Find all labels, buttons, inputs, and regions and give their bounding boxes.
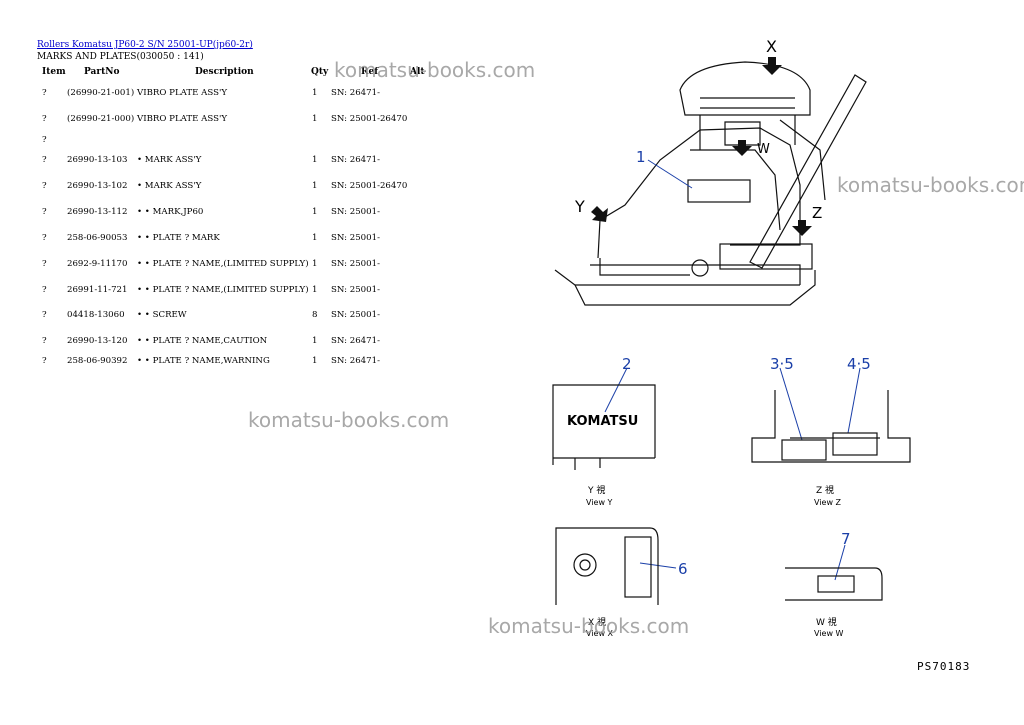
row-item: ? <box>42 310 47 320</box>
col-header-ref: Ref <box>361 67 379 77</box>
watermark: komatsu-books.com <box>837 173 1024 197</box>
row-partno: 26990-13-103 <box>67 155 128 165</box>
row-ref: SN: 26471- <box>331 356 380 366</box>
row-item: ? <box>42 356 47 366</box>
row-ref: SN: 25001- <box>331 233 380 243</box>
row-partno: 04418-13060 <box>67 310 125 320</box>
row-ref: SN: 25001- <box>331 285 380 295</box>
row-qty: 1 <box>312 233 318 243</box>
col-header-partno: PartNo <box>84 67 120 77</box>
row-ref: SN: 26471- <box>331 88 380 98</box>
row-description: • • MARK,JP60 <box>137 207 204 217</box>
row-qty: 1 <box>312 181 318 191</box>
row-item: ? <box>42 135 47 145</box>
row-ref: SN: 25001- <box>331 207 380 217</box>
row-item: ? <box>42 233 47 243</box>
row-description: • • PLATE ? MARK <box>137 233 220 243</box>
row-item: ? <box>42 114 47 124</box>
section-title: MARKS AND PLATES(030050 : 141) <box>37 52 204 62</box>
col-header-qty: Qty <box>311 67 329 77</box>
row-partno: 26990-13-120 <box>67 336 128 346</box>
row-qty: 8 <box>312 310 318 320</box>
row-description: VIBRO PLATE ASS'Y <box>137 114 227 124</box>
komatsu-logo-text: KOMATSU <box>567 414 638 429</box>
row-ref: SN: 25001-26470 <box>331 181 408 191</box>
row-item: ? <box>42 285 47 295</box>
row-qty: 1 <box>312 356 318 366</box>
row-qty: 1 <box>312 155 318 165</box>
row-partno: 2692-9-11170 <box>67 259 128 269</box>
view-letter-x: X <box>766 37 777 56</box>
callout-7: 7 <box>841 530 851 548</box>
row-partno: 26991-11-721 <box>67 285 128 295</box>
row-item: ? <box>42 336 47 346</box>
row-item: ? <box>42 88 47 98</box>
callout-4-5: 4·5 <box>847 355 871 373</box>
row-description: • • PLATE ? NAME,CAUTION <box>137 336 268 346</box>
row-qty: 1 <box>312 336 318 346</box>
row-description: VIBRO PLATE ASS'Y <box>137 88 227 98</box>
row-ref: SN: 25001- <box>331 310 380 320</box>
row-qty: 1 <box>312 285 318 295</box>
row-qty: 1 <box>312 259 318 269</box>
callout-6: 6 <box>678 560 688 578</box>
callout-3-5: 3·5 <box>770 355 794 373</box>
watermark: komatsu-books.com <box>488 614 690 638</box>
view-letter-z: Z <box>812 204 822 222</box>
row-ref: SN: 25001- <box>331 259 380 269</box>
callout-2: 2 <box>622 355 632 373</box>
row-ref: SN: 25001-26470 <box>331 114 408 124</box>
col-header-description: Description <box>195 67 254 77</box>
row-partno: 258-06-90053 <box>67 233 128 243</box>
row-item: ? <box>42 259 47 269</box>
row-description: • MARK ASS'Y <box>137 155 202 165</box>
view-z-jp: Z 視 <box>816 484 834 496</box>
view-letter-w: W <box>757 142 770 157</box>
watermark: komatsu-books.com <box>248 408 450 432</box>
row-partno: 26990-13-112 <box>67 207 128 217</box>
row-description: • • SCREW <box>137 310 187 320</box>
col-header-alt: Alt <box>410 67 425 77</box>
row-description: • • PLATE ? NAME,(LIMITED SUPPLY) <box>137 259 309 269</box>
view-y-jp: Y 視 <box>587 484 605 496</box>
row-partno: (26990-21-000) <box>67 114 135 124</box>
drawing-code: PS70183 <box>917 660 971 673</box>
row-item: ? <box>42 181 47 191</box>
row-partno: 258-06-90392 <box>67 356 128 366</box>
view-w-en: View W <box>814 629 844 638</box>
row-description: • • PLATE ? NAME,WARNING <box>137 356 270 366</box>
callout-1: 1 <box>636 148 646 166</box>
watermark: komatsu-books.com <box>334 58 536 82</box>
row-ref: SN: 26471- <box>331 155 380 165</box>
row-qty: 1 <box>312 88 318 98</box>
row-description: • MARK ASS'Y <box>137 181 202 191</box>
row-qty: 1 <box>312 114 318 124</box>
view-y-en: View Y <box>586 498 613 507</box>
view-w-jp: W 視 <box>816 616 837 628</box>
row-item: ? <box>42 207 47 217</box>
row-partno: (26990-21-001) <box>67 88 135 98</box>
row-ref: SN: 26471- <box>331 336 380 346</box>
row-qty: 1 <box>312 207 318 217</box>
breadcrumb-link[interactable]: Rollers Komatsu JP60-2 S/N 25001-UP(jp60… <box>37 40 253 50</box>
col-header-item: Item <box>42 67 66 77</box>
row-partno: 26990-13-102 <box>67 181 128 191</box>
view-letter-y: Y <box>574 197 585 216</box>
row-item: ? <box>42 155 47 165</box>
row-description: • • PLATE ? NAME,(LIMITED SUPPLY) <box>137 285 309 295</box>
view-z-en: View Z <box>814 498 842 507</box>
